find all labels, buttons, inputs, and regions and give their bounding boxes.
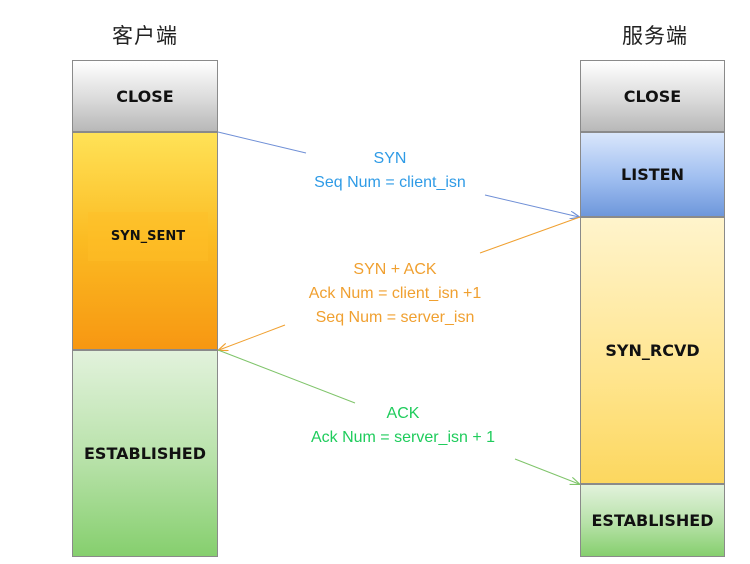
client-state-syn-sent-label: SYN_SENT: [88, 212, 208, 261]
client-state-close: CLOSE: [72, 60, 218, 132]
ack-arrow-segment-2: [514, 458, 579, 484]
synack-message-title: SYN + ACK: [353, 261, 437, 278]
synack-message-ack: Ack Num = client_isn +1: [308, 285, 482, 302]
syn-message-seq: Seq Num = client_isn: [314, 174, 466, 191]
syn-arrow-segment-1: [217, 131, 307, 154]
server-state-established: ESTABLISHED: [580, 484, 725, 557]
client-title: 客户端: [112, 24, 178, 48]
ack-message-title: ACK: [386, 405, 420, 422]
syn-message-title: SYN: [373, 150, 407, 167]
ack-message: ACK Ack Num = server_isn + 1: [280, 402, 526, 450]
server-state-syn-rcvd: SYN_RCVD: [580, 217, 725, 484]
synack-arrow-segment-1: [479, 216, 581, 254]
synack-arrow-segment-2: [219, 324, 286, 350]
syn-message: SYN Seq Num = client_isn: [280, 147, 500, 195]
syn-arrow-segment-2: [484, 194, 579, 217]
client-state-syn-sent-block: [72, 132, 218, 350]
ack-arrow-segment-1: [217, 349, 356, 404]
synack-message-seq: Seq Num = server_isn: [315, 309, 475, 326]
server-title: 服务端: [622, 24, 688, 48]
client-state-established: ESTABLISHED: [72, 350, 218, 557]
synack-message: SYN + ACK Ack Num = client_isn +1 Seq Nu…: [275, 258, 515, 330]
ack-message-ack: Ack Num = server_isn + 1: [310, 429, 496, 446]
server-state-close: CLOSE: [580, 60, 725, 132]
server-state-listen: LISTEN: [580, 132, 725, 217]
